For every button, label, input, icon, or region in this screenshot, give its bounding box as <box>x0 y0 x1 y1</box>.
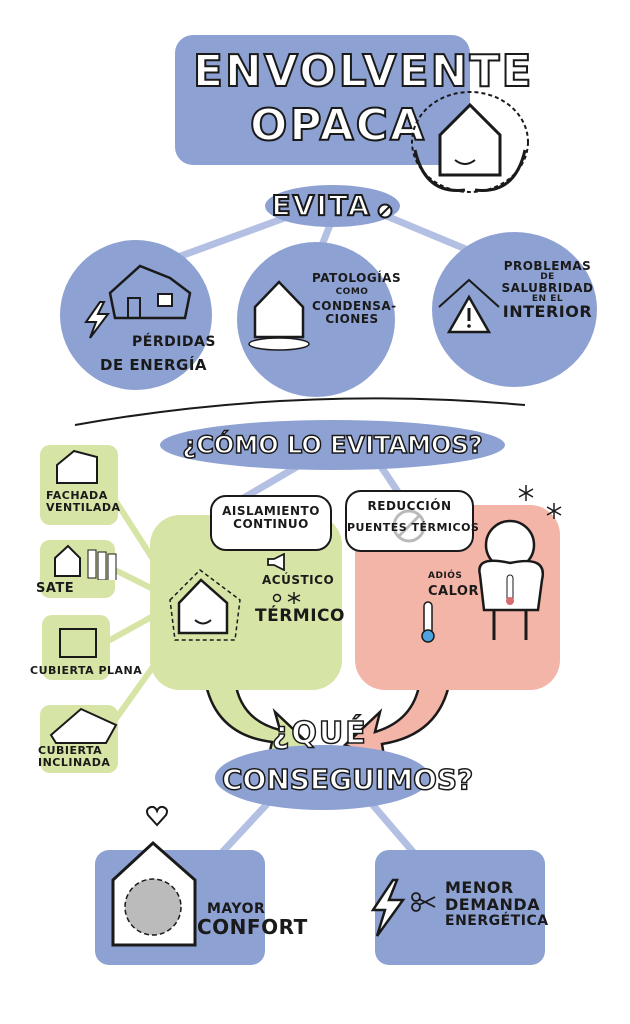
snowflake-icon <box>518 485 534 501</box>
bridges-bubble-line1: REDUCCIÓN <box>367 499 452 513</box>
damp-house-icon <box>248 280 310 351</box>
avoid-2-line2: COMO <box>335 286 369 297</box>
system-ventilated-facade: FACHADA VENTILADA <box>40 445 121 525</box>
benefit-1-line2: CONFORT <box>197 914 308 939</box>
avoid-3-line1: PROBLEMAS <box>503 259 592 273</box>
flat-roof-house-icon <box>59 628 97 658</box>
lightning-icon <box>84 301 110 339</box>
forbidden-icon <box>392 509 426 543</box>
cozy-house-icon <box>111 840 197 947</box>
system-sate: SATE <box>36 540 117 598</box>
evita-label-box: EVITA <box>265 185 400 227</box>
how-label-box: ¿CÓMO LO EVITAMOS? <box>160 420 505 470</box>
megaphone-icon <box>267 553 285 571</box>
insulation-acoustic: ACÚSTICO <box>262 573 335 587</box>
title-line2: OPACA <box>249 100 427 151</box>
avoid-1-line1: PÉRDIDAS <box>132 334 216 350</box>
system-flat-roof: CUBIERTA PLANA <box>30 615 142 680</box>
system-3-line1: CUBIERTA PLANA <box>30 664 143 677</box>
how-label: ¿CÓMO LO EVITAMOS? <box>182 430 484 460</box>
result-line1: ¿QUÉ <box>271 716 368 751</box>
system-pitched-roof: CUBIERTA INCLINADA <box>38 705 118 773</box>
result-line2: CONSEGUIMOS? <box>221 763 474 796</box>
avoid-3-line5: INTERIOR <box>502 302 593 322</box>
system-1-line1: FACHADA <box>46 489 108 502</box>
thermal-bridges-bubble: REDUCCIÓN PUENTES TÉRMICOS <box>345 490 480 552</box>
benefit-1-line1: MAYOR <box>207 901 266 917</box>
result-label-box <box>215 745 430 810</box>
benefit-2-line2: DEMANDA <box>445 894 541 914</box>
avoid-2-line3: CONDENSA- <box>312 299 397 314</box>
hugged-house-icon <box>411 91 529 193</box>
ventilated-house-icon <box>56 449 98 484</box>
warning-house-icon <box>438 278 500 334</box>
benefit-energy-demand: MENOR DEMANDA ENERGÉTICA <box>370 850 548 965</box>
bridges-note-line1: ADIÓS <box>428 571 463 581</box>
heart-icon <box>146 805 168 827</box>
avoid-energy-loss: PÉRDIDAS DE ENERGÍA <box>60 240 215 390</box>
pitched-roof-house-icon <box>49 707 118 744</box>
system-4-line1: CUBIERTA <box>38 744 103 757</box>
avoid-1-line2: DE ENERGÍA <box>100 356 208 374</box>
insulation-bubble-line2: CONTINUO <box>233 516 309 531</box>
benefit-2-line1: MENOR <box>445 878 514 897</box>
benefit-comfort: MAYOR CONFORT <box>95 805 307 965</box>
system-1-line2: VENTILADA <box>46 500 121 514</box>
avoid-3-line2: DE <box>540 271 555 282</box>
system-4-line2: INCLINADA <box>38 755 111 769</box>
evita-label: EVITA <box>271 188 372 223</box>
avoid-pathologies: PATOLOGÍAS COMO CONDENSA- CIONES <box>237 242 402 397</box>
bridges-bubble-line2: PUENTES TÉRMICOS <box>347 521 480 534</box>
snowflake-icon <box>546 503 562 519</box>
insulated-house-icon <box>169 569 241 641</box>
title-box: ENVOLVENTE OPACA <box>175 35 533 165</box>
sate-layers-icon <box>54 544 117 580</box>
thermometer-icon <box>421 601 435 643</box>
insulation-bubble-line1: AISLAMIENTO <box>222 504 320 518</box>
avoid-health: PROBLEMAS DE SALUBRIDAD EN EL INTERIOR <box>432 232 597 387</box>
insulation-thermal: TÉRMICO <box>255 606 345 626</box>
lightning-scissors-icon <box>370 878 406 937</box>
scissors-icon <box>411 892 436 912</box>
title-line1: ENVOLVENTE <box>192 46 534 97</box>
bridges-note-line2: CALOR <box>428 584 479 599</box>
avoid-3-line4: EN EL <box>531 293 564 304</box>
cold-person-icon <box>478 519 545 640</box>
avoid-2-line1: PATOLOGÍAS <box>312 271 402 285</box>
avoid-3-line3: SALUBRIDAD <box>501 281 594 296</box>
forbidden-icon <box>377 203 393 218</box>
system-2-line1: SATE <box>36 581 75 596</box>
avoid-2-line4: CIONES <box>325 311 379 326</box>
leaky-house-icon <box>108 264 192 320</box>
benefit-2-line3: ENERGÉTICA <box>445 912 549 929</box>
insulation-bubble: AISLAMIENTO CONTINUO <box>210 495 332 551</box>
sun-snow-icon <box>272 592 301 604</box>
